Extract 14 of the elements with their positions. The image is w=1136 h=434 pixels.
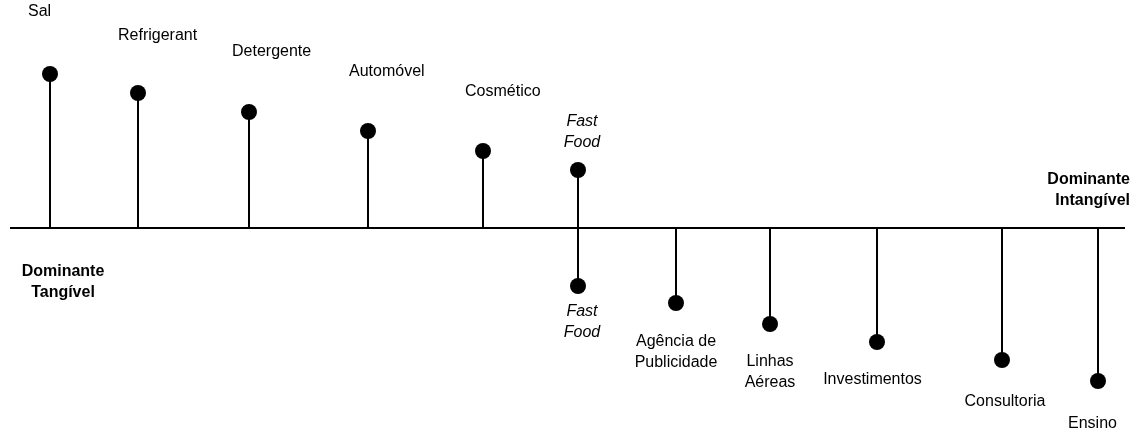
category-label: Ensino <box>1068 413 1118 433</box>
category-label: Detergente <box>232 41 313 61</box>
category-label: Investimentos <box>822 369 923 389</box>
axis-end-label: Dominante Intangível <box>1046 169 1130 210</box>
category-label: Refrigerant <box>118 25 199 45</box>
category-label: Agência de Publicidade <box>633 331 719 372</box>
axis-end-label: Dominante Tangível <box>20 261 106 302</box>
category-label: Automóvel <box>349 61 426 81</box>
category-label: Fast Food <box>562 301 602 342</box>
category-label: Linhas Aéreas <box>743 351 797 392</box>
category-label: Sal <box>28 1 53 21</box>
category-label: Fast Food <box>562 111 602 152</box>
category-label: Consultoria <box>963 391 1047 411</box>
category-label: Cosmético <box>465 81 542 101</box>
